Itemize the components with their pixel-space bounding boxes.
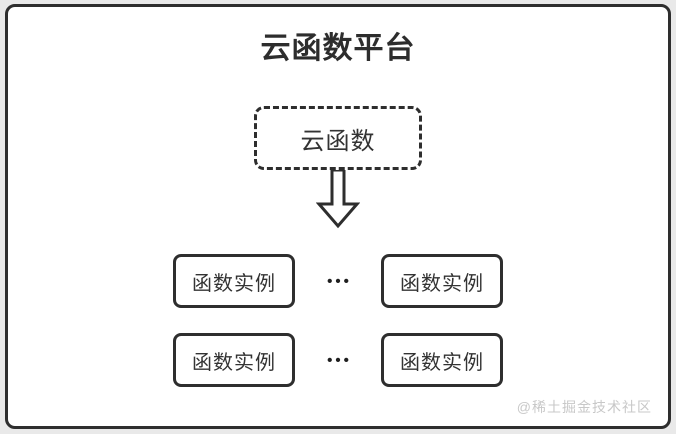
instance-row: 函数实例 ••• 函数实例 [8, 333, 668, 387]
instance-grid: 函数实例 ••• 函数实例 函数实例 ••• 函数实例 [8, 254, 668, 387]
down-arrow-icon [316, 170, 360, 229]
function-instance-node: 函数实例 [381, 254, 503, 308]
watermark: @稀土掘金技术社区 [516, 399, 652, 415]
instance-row: 函数实例 ••• 函数实例 [8, 254, 668, 308]
function-instance-node: 函数实例 [173, 333, 295, 387]
function-instance-label: 函数实例 [192, 351, 276, 374]
cloud-function-label: 云函数 [300, 127, 376, 155]
function-instance-label: 函数实例 [400, 272, 484, 295]
page-title: 云函数平台 [260, 32, 416, 65]
ellipsis-dots: ••• [327, 272, 352, 290]
cloud-function-node: 云函数 [254, 106, 422, 170]
function-instance-label: 函数实例 [400, 351, 484, 374]
function-instance-node: 函数实例 [381, 333, 503, 387]
function-instance-label: 函数实例 [192, 272, 276, 295]
function-instance-node: 函数实例 [173, 254, 295, 308]
diagram-panel: 云函数平台 云函数 函数实例 ••• 函数实例 函数实例 ••• 函数实例 @稀… [5, 4, 671, 429]
ellipsis-dots: ••• [327, 351, 352, 369]
